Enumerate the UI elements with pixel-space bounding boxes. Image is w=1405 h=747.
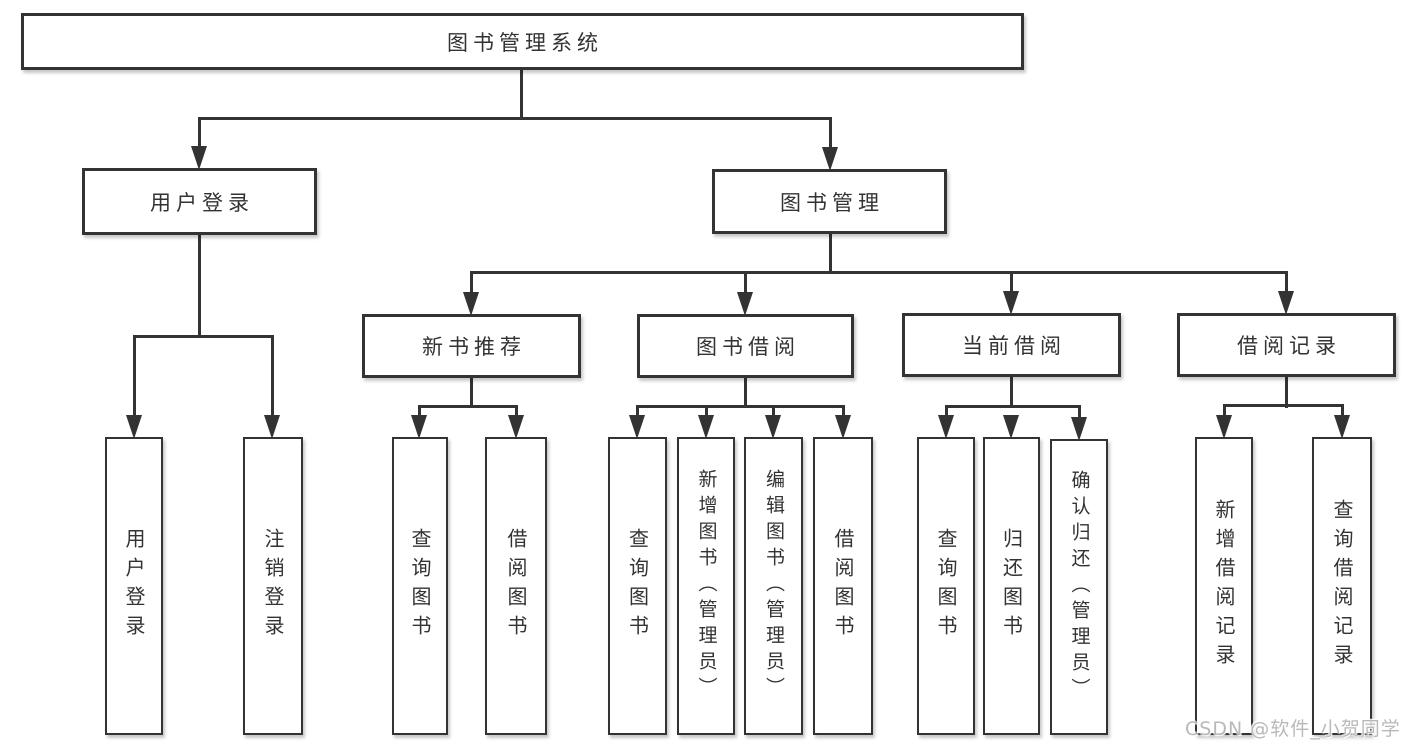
node-add-books-admin: 新增图书（管理员） <box>677 437 735 735</box>
arrowhead-down-icon <box>1003 415 1019 439</box>
node-user-login: 用户登录 <box>82 168 317 235</box>
node-label: 查询借阅记录 <box>1330 499 1354 673</box>
node-label: 新书推荐 <box>422 335 526 359</box>
arrowhead-down-icon <box>835 415 851 439</box>
node-label: 确认归还（管理员） <box>1068 470 1091 704</box>
connector-line <box>636 405 639 417</box>
connector-line <box>1223 404 1226 417</box>
node-label: 归还图书 <box>999 528 1024 644</box>
connector-line <box>1078 405 1081 417</box>
node-label: 借阅记录 <box>1237 334 1341 358</box>
arrowhead-down-icon <box>938 415 954 439</box>
node-label: 图书管理系统 <box>447 30 603 55</box>
node-label: 查询图书 <box>934 528 958 644</box>
connector-line <box>418 405 518 408</box>
node-current-borrowing: 当前借阅 <box>902 313 1121 377</box>
node-label: 借阅图书 <box>504 528 528 644</box>
connector-line <box>1010 271 1013 295</box>
node-book-borrowing: 图书借阅 <box>637 314 854 378</box>
node-label: 注销登录 <box>261 528 285 644</box>
node-label: 图书管理 <box>780 190 884 215</box>
node-label: 查询图书 <box>408 528 432 644</box>
connector-line <box>945 405 948 417</box>
connector-line <box>744 271 747 295</box>
arrowhead-down-icon <box>737 292 753 316</box>
node-borrow-books: 借阅图书 <box>813 437 873 735</box>
arrowhead-down-icon <box>822 147 838 171</box>
node-logout-leaf: 注销登录 <box>243 437 303 735</box>
arrowhead-down-icon <box>765 415 781 439</box>
node-label: 新增图书（管理员） <box>695 469 718 703</box>
arrowhead-down-icon <box>191 146 207 170</box>
connector-line <box>772 405 775 417</box>
node-root: 图书管理系统 <box>21 13 1024 70</box>
node-label: 新增借阅记录 <box>1212 499 1236 673</box>
connector-line <box>1341 404 1344 417</box>
connector-line <box>515 405 518 417</box>
arrowhead-down-icon <box>629 415 645 439</box>
node-borrow-books-rec: 借阅图书 <box>485 437 547 735</box>
node-new-book-recommend: 新书推荐 <box>362 314 581 378</box>
connector-line <box>133 335 274 338</box>
arrowhead-down-icon <box>1071 417 1087 441</box>
connector-line <box>198 235 201 338</box>
node-label: 编辑图书（管理员） <box>763 469 785 703</box>
connector-line <box>705 405 708 417</box>
arrowhead-down-icon <box>1003 291 1019 315</box>
node-label: 图书借阅 <box>696 335 800 359</box>
arrowhead-down-icon <box>126 415 142 439</box>
connector-line <box>271 335 274 415</box>
connector-line <box>1010 377 1013 408</box>
node-borrowing-records: 借阅记录 <box>1177 313 1396 377</box>
connector-line <box>520 70 523 118</box>
arrowhead-down-icon <box>698 415 714 439</box>
connector-line <box>945 405 1081 408</box>
connector-line <box>470 378 473 408</box>
connector-line <box>133 335 136 415</box>
node-edit-books-admin: 编辑图书（管理员） <box>744 437 803 735</box>
arrowhead-down-icon <box>264 415 280 439</box>
connector-line <box>1285 271 1288 295</box>
node-confirm-return-admin: 确认归还（管理员） <box>1050 439 1108 735</box>
node-return-books: 归还图书 <box>983 437 1040 735</box>
arrowhead-down-icon <box>411 415 427 439</box>
node-label: 当前借阅 <box>962 334 1066 358</box>
arrowhead-down-icon <box>1216 415 1232 439</box>
connector-line <box>636 405 845 408</box>
connector-line <box>842 405 845 417</box>
connector-line <box>418 405 421 417</box>
node-label: 用户登录 <box>150 190 254 215</box>
arrowhead-down-icon <box>1278 291 1294 315</box>
arrowhead-down-icon <box>1334 415 1350 439</box>
connector-line <box>829 234 832 274</box>
connector-line <box>1285 377 1288 408</box>
node-query-books-rec: 查询图书 <box>392 437 448 735</box>
node-query-books-borrow: 查询图书 <box>608 437 667 735</box>
arrowhead-down-icon <box>463 292 479 316</box>
arrowhead-down-icon <box>508 415 524 439</box>
node-add-borrow-record: 新增借阅记录 <box>1195 437 1253 735</box>
connector-line <box>829 117 832 149</box>
connector-line <box>470 271 473 295</box>
node-book-management: 图书管理 <box>712 169 947 234</box>
connector-line <box>198 117 201 149</box>
connector-line <box>1223 404 1344 407</box>
node-label: 用户登录 <box>122 528 146 644</box>
connector-line <box>744 378 747 408</box>
node-user-login-leaf: 用户登录 <box>105 437 163 735</box>
node-query-books-current: 查询图书 <box>917 437 975 735</box>
csdn-watermark: CSDN @软件_小贺同学 <box>1185 718 1401 740</box>
node-query-borrow-record: 查询借阅记录 <box>1312 437 1372 735</box>
connector-line <box>198 117 832 120</box>
node-label: 查询图书 <box>625 528 650 644</box>
node-label: 借阅图书 <box>831 528 855 644</box>
connector-line <box>470 271 1287 274</box>
